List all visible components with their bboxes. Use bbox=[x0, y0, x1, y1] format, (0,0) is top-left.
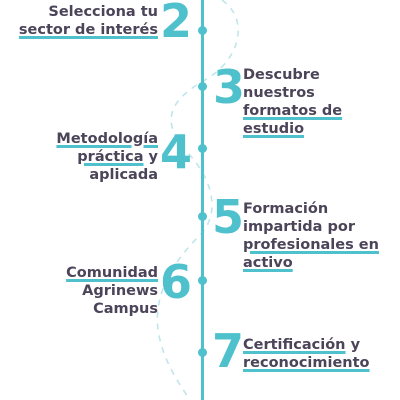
timeline-dot bbox=[198, 276, 207, 285]
timeline-dot bbox=[198, 212, 207, 221]
step-3-line-4: estudio bbox=[243, 121, 305, 137]
step-2-line-1: Selecciona tu bbox=[48, 4, 158, 20]
step-number-5: 5 bbox=[212, 190, 245, 244]
timeline-dot bbox=[198, 26, 207, 35]
step-7-line-2: reconocimiento bbox=[243, 355, 370, 371]
step-2-text: Selecciona tu sector de interés bbox=[19, 3, 158, 39]
step-3-line-1: Descubre bbox=[243, 67, 320, 83]
step-4-line-3: aplicada bbox=[89, 167, 158, 183]
step-number-4: 4 bbox=[160, 125, 193, 179]
step-6-line-3: Campus bbox=[93, 301, 158, 317]
step-5-line-4: activo bbox=[243, 255, 293, 271]
step-number-7: 7 bbox=[212, 324, 245, 378]
step-3-line-3: formatos de bbox=[243, 103, 343, 119]
step-number-3: 3 bbox=[213, 60, 246, 114]
timeline-line bbox=[201, 0, 204, 400]
timeline-dot bbox=[198, 348, 207, 357]
step-6-line-2: Agrinews bbox=[82, 283, 158, 299]
step-5-line-2: impartida por bbox=[243, 219, 355, 235]
step-7-line-1: Certificación y bbox=[243, 337, 361, 353]
step-number-6: 6 bbox=[160, 255, 193, 309]
step-5-text: Formación impartida por profesionales en… bbox=[243, 200, 379, 272]
step-3-text: Descubre nuestros formatos de estudio bbox=[243, 66, 342, 138]
step-6-text: Comunidad Agrinews Campus bbox=[66, 264, 158, 318]
step-number-2: 2 bbox=[160, 0, 193, 48]
step-7-text: Certificación y reconocimiento bbox=[243, 336, 370, 372]
step-3-line-2: nuestros bbox=[243, 85, 315, 101]
step-5-line-1: Formación bbox=[243, 201, 329, 217]
step-6-line-1: Comunidad bbox=[66, 265, 158, 281]
step-4-line-1: Metodología bbox=[56, 131, 158, 147]
timeline-dot bbox=[198, 144, 207, 153]
step-4-text: Metodología práctica y aplicada bbox=[56, 130, 158, 184]
timeline-dot bbox=[198, 82, 207, 91]
step-2-line-2: sector de interés bbox=[18, 22, 158, 38]
step-5-line-3: profesionales en bbox=[243, 237, 379, 253]
step-4-line-2: práctica y bbox=[77, 149, 158, 165]
